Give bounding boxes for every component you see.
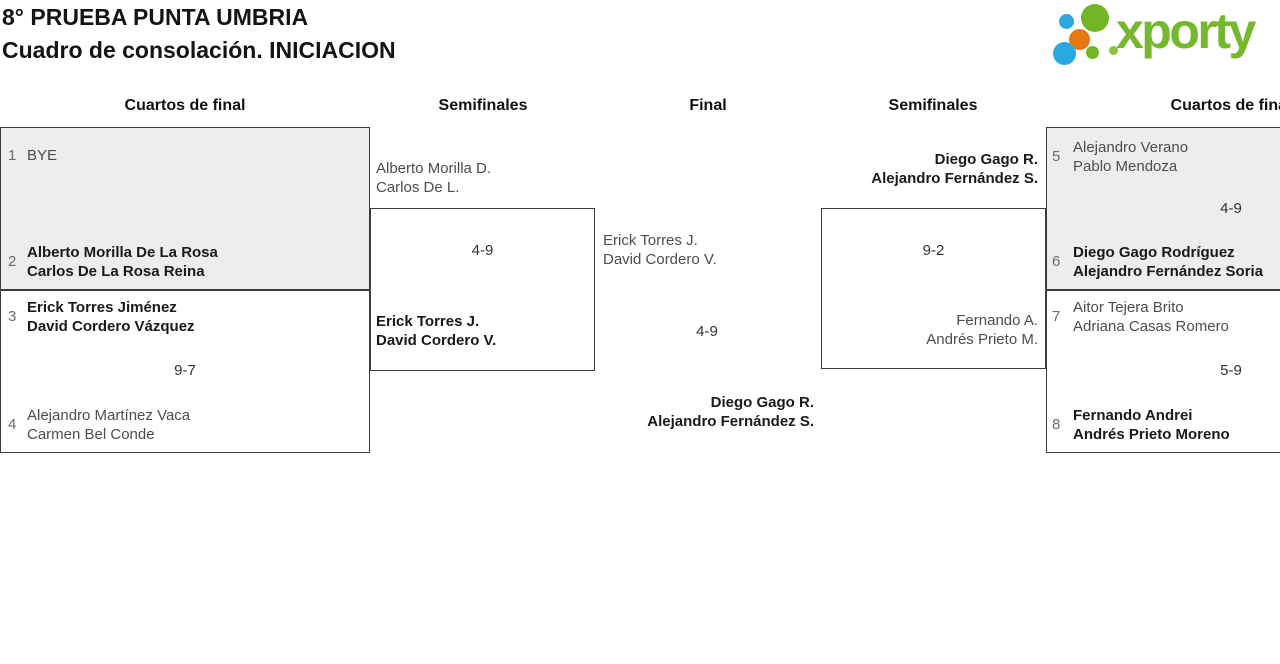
seed-number: 2 xyxy=(8,253,17,270)
seed-number: 8 xyxy=(1052,416,1061,433)
player-line: Fernando Andrei xyxy=(1073,407,1193,424)
team-name-winner: Erick Torres J. David Cordero V. xyxy=(376,312,496,350)
team-name: Aitor Tejera Brito Adriana Casas Romero xyxy=(1073,298,1229,336)
round-header-qf-left: Cuartos de final xyxy=(124,97,246,114)
player-line: Diego Gago R. xyxy=(934,151,1038,168)
tournament-name: 8° PRUEBA PUNTA UMBRIA xyxy=(2,4,309,30)
player-line: Carmen Bel Conde xyxy=(27,426,155,443)
match-score: 9-7 xyxy=(174,362,196,379)
xporty-logo[interactable]: xporty xyxy=(1045,0,1280,82)
logo-dot-icon xyxy=(1053,42,1076,65)
player-line: Carlos De L. xyxy=(376,179,460,196)
player-line: Carlos De La Rosa Reina xyxy=(27,263,205,280)
seed-number: 7 xyxy=(1052,308,1061,325)
team-name-winner: Diego Gago R. Alejandro Fernández S. xyxy=(871,150,1038,188)
round-header-qf-right: Cuartos de final xyxy=(1170,97,1280,114)
round-header-sf-left: Semifinales xyxy=(438,97,528,114)
team-name-winner: Alberto Morilla De La Rosa Carlos De La … xyxy=(27,243,218,281)
logo-dot-icon xyxy=(1109,46,1118,55)
player-line: Erick Torres J. xyxy=(603,232,698,249)
match-score: 9-2 xyxy=(922,242,945,259)
match-box-qf-left-1[interactable] xyxy=(0,127,370,290)
team-name-winner: Diego Gago Rodríguez Alejandro Fernández… xyxy=(1073,243,1263,281)
player-line: BYE xyxy=(27,147,58,164)
logo-dot-icon xyxy=(1081,4,1109,32)
team-name: Alejandro Verano Pablo Mendoza xyxy=(1073,138,1188,176)
round-header-sf-right: Semifinales xyxy=(888,97,978,114)
player-line: Andrés Prieto Moreno xyxy=(1073,426,1230,443)
player-line: Erick Torres J. xyxy=(376,313,480,330)
player-line: David Cordero V. xyxy=(603,251,717,268)
player-line: Alejandro Fernández Soria xyxy=(1073,263,1264,280)
player-line: Fernando A. xyxy=(956,312,1038,329)
match-box-qf-right-2[interactable] xyxy=(1046,290,1280,453)
team-name: Erick Torres J. David Cordero V. xyxy=(603,231,717,269)
logo-dot-icon xyxy=(1086,46,1099,59)
seed-number: 4 xyxy=(8,416,17,433)
player-line: Alberto Morilla D. xyxy=(376,160,492,177)
seed-number: 3 xyxy=(8,308,17,325)
player-line: David Cordero Vázquez xyxy=(27,318,195,335)
match-box-qf-right-1[interactable] xyxy=(1046,127,1280,290)
team-name-champion: Diego Gago R. Alejandro Fernández S. xyxy=(647,393,814,431)
round-header-final: Final xyxy=(689,97,727,114)
player-line: Alejandro Fernández S. xyxy=(647,413,814,430)
match-box-sf-right[interactable] xyxy=(821,208,1046,369)
player-line: Alberto Morilla De La Rosa xyxy=(27,244,218,261)
team-name-bye: BYE xyxy=(27,146,57,165)
player-line: Diego Gago Rodríguez xyxy=(1073,244,1235,261)
page-title: 8° PRUEBA PUNTA UMBRIA Cuadro de consola… xyxy=(2,1,396,67)
match-score: 4-9 xyxy=(1220,200,1242,217)
player-line: Diego Gago R. xyxy=(710,394,814,411)
match-score: 5-9 xyxy=(1220,362,1242,379)
seed-number: 1 xyxy=(8,147,17,164)
match-box-sf-left[interactable] xyxy=(370,208,595,371)
logo-wordmark: xporty xyxy=(1116,3,1256,59)
player-line: Alejandro Martínez Vaca xyxy=(27,407,191,424)
team-name: Alberto Morilla D. Carlos De L. xyxy=(376,159,491,197)
player-line: Pablo Mendoza xyxy=(1073,158,1178,175)
player-line: Alejandro Verano xyxy=(1073,139,1189,156)
team-name-winner: Erick Torres Jiménez David Cordero Vázqu… xyxy=(27,298,195,336)
match-score: 4-9 xyxy=(471,242,494,259)
team-name: Alejandro Martínez Vaca Carmen Bel Conde xyxy=(27,406,190,444)
bracket-subtitle: Cuadro de consolación. INICIACION xyxy=(2,37,396,63)
team-name-winner: Fernando Andrei Andrés Prieto Moreno xyxy=(1073,406,1230,444)
logo-dot-icon xyxy=(1069,29,1090,50)
player-line: Andrés Prieto M. xyxy=(926,331,1038,348)
player-line: Erick Torres Jiménez xyxy=(27,299,177,316)
logo-dot-icon xyxy=(1059,14,1074,29)
match-box-qf-left-2[interactable] xyxy=(0,290,370,453)
team-name: Fernando A. Andrés Prieto M. xyxy=(926,311,1038,349)
player-line: Alejandro Fernández S. xyxy=(871,170,1038,187)
seed-number: 6 xyxy=(1052,253,1061,270)
seed-number: 5 xyxy=(1052,148,1061,165)
player-line: Adriana Casas Romero xyxy=(1073,318,1229,335)
player-line: Aitor Tejera Brito xyxy=(1073,299,1184,316)
player-line: David Cordero V. xyxy=(376,332,497,349)
match-score: 4-9 xyxy=(696,323,718,340)
